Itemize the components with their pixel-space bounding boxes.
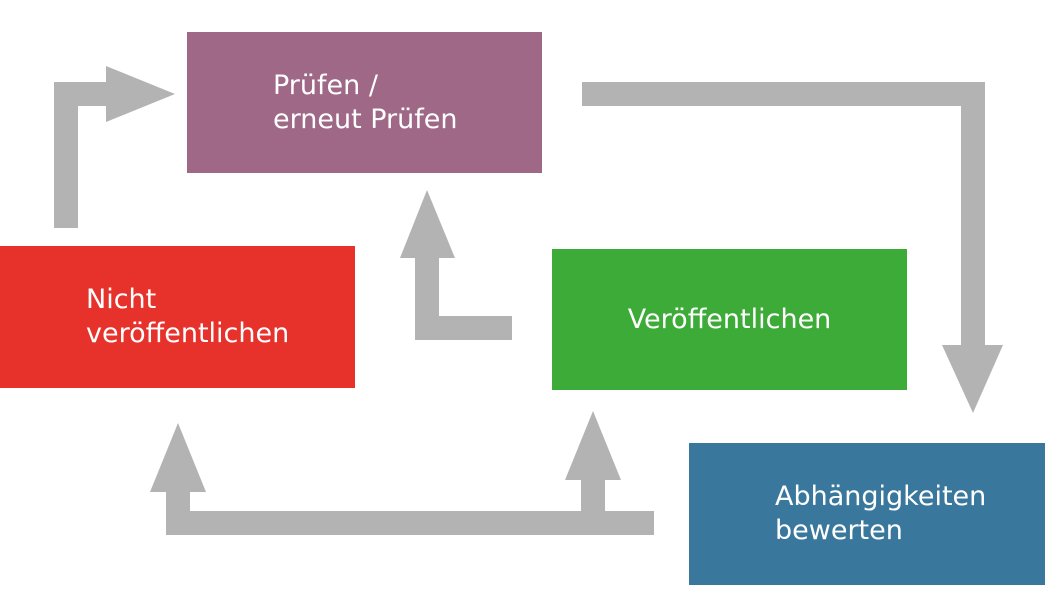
arrow-assess-to-decisions xyxy=(150,411,654,535)
assess-label-line2: bewerten xyxy=(775,515,903,546)
not-publish-label-line1: Nicht xyxy=(86,284,157,315)
not-publish-label-line2: veröffentlichen xyxy=(86,318,290,349)
arrow-publish-to-review xyxy=(400,190,512,340)
review-label-line1: Prüfen / xyxy=(273,69,378,101)
not-publish-box: Nicht veröffentlichen xyxy=(0,246,355,388)
assess-dependencies-box: Abhängigkeiten bewerten xyxy=(689,443,1045,585)
publish-box: Veröffentlichen xyxy=(552,249,907,390)
arrow-not-publish-to-review xyxy=(54,66,175,228)
assess-label-line1: Abhängigkeiten xyxy=(775,481,987,512)
publish-label: Veröffentlichen xyxy=(627,303,832,335)
review-box: Prüfen / erneut Prüfen xyxy=(187,32,542,173)
review-label-line2: erneut Prüfen xyxy=(273,103,458,135)
arrow-review-to-assess xyxy=(582,82,1003,413)
